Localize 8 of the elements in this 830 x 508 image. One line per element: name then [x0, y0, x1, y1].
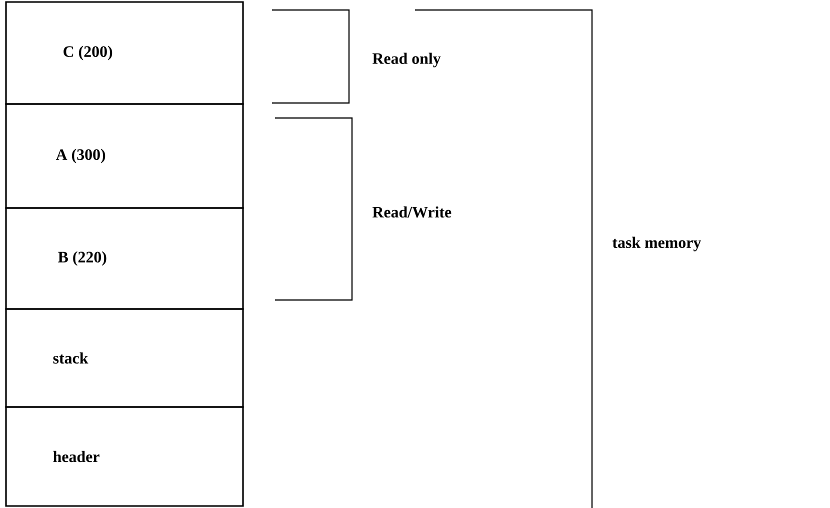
memory-block: stack [5, 308, 244, 408]
bracket-label: Read only [372, 52, 441, 68]
memory-block: C (200) [5, 1, 244, 105]
memory-block: A (300) [5, 103, 244, 209]
bracket-label: Read/Write [372, 206, 452, 218]
memory-block: B (220) [5, 207, 244, 310]
memory-block: header [5, 406, 244, 507]
bracket-label: task memory [612, 236, 702, 252]
